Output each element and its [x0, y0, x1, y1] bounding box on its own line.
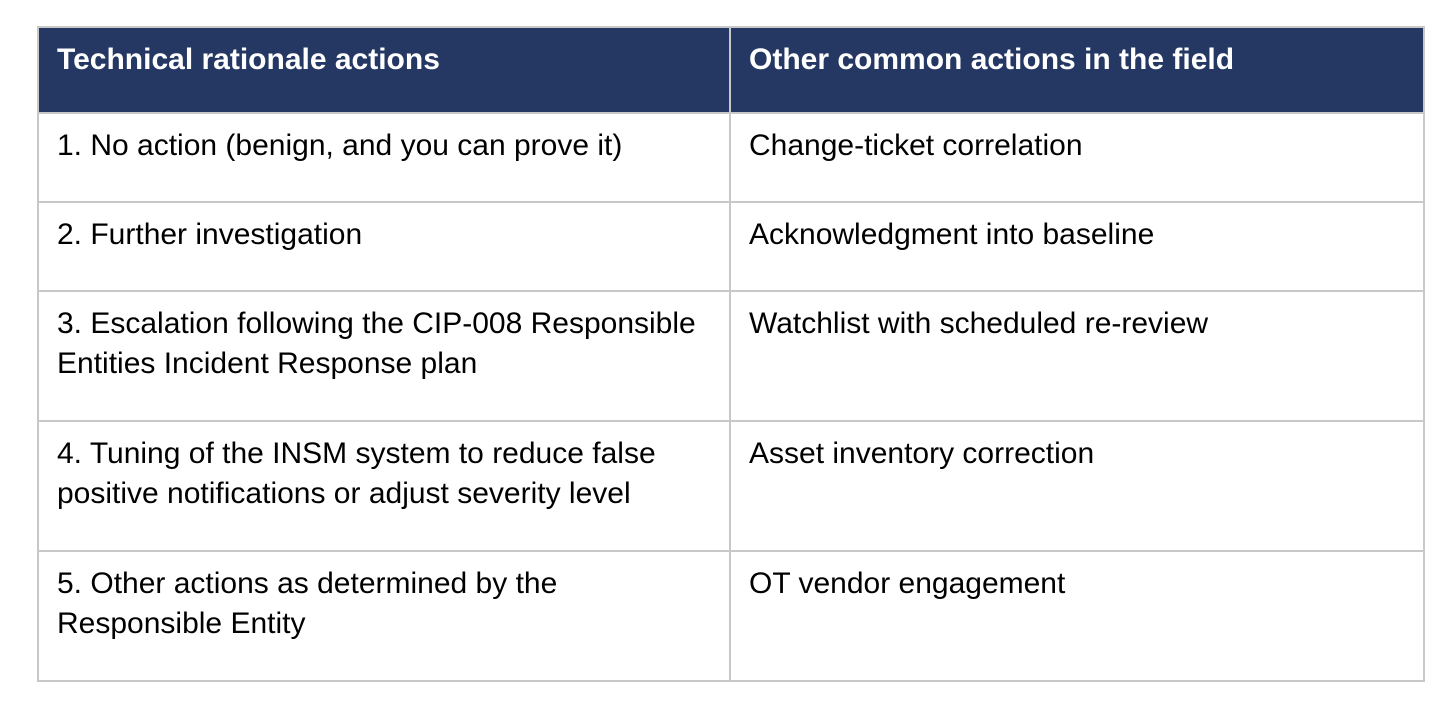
- table-row: 3. Escalation following the CIP-008 Resp…: [37, 290, 1425, 422]
- actions-table: Technical rationale actions Other common…: [37, 26, 1425, 682]
- technical-action-cell: 5. Other actions as determined by the Re…: [37, 550, 731, 682]
- table-row: 2. Further investigation Acknowledgment …: [37, 201, 1425, 292]
- technical-action-cell: 1. No action (benign, and you can prove …: [37, 112, 731, 203]
- header-row: Technical rationale actions Other common…: [37, 26, 1425, 114]
- other-action-cell: Acknowledgment into baseline: [729, 201, 1425, 292]
- technical-action-cell: 2. Further investigation: [37, 201, 731, 292]
- technical-action-cell: 4. Tuning of the INSM system to reduce f…: [37, 420, 731, 552]
- other-action-cell: OT vendor engagement: [729, 550, 1425, 682]
- other-action-cell: Watchlist with scheduled re-review: [729, 290, 1425, 422]
- other-action-cell: Change-ticket correlation: [729, 112, 1425, 203]
- table-row: 5. Other actions as determined by the Re…: [37, 550, 1425, 682]
- table-body: 1. No action (benign, and you can prove …: [37, 112, 1425, 682]
- technical-action-cell: 3. Escalation following the CIP-008 Resp…: [37, 290, 731, 422]
- header-technical-rationale-actions: Technical rationale actions: [37, 26, 731, 114]
- other-action-cell: Asset inventory correction: [729, 420, 1425, 552]
- table-row: 4. Tuning of the INSM system to reduce f…: [37, 420, 1425, 552]
- table-header: Technical rationale actions Other common…: [37, 26, 1425, 114]
- table-row: 1. No action (benign, and you can prove …: [37, 112, 1425, 203]
- header-other-common-actions: Other common actions in the field: [729, 26, 1425, 114]
